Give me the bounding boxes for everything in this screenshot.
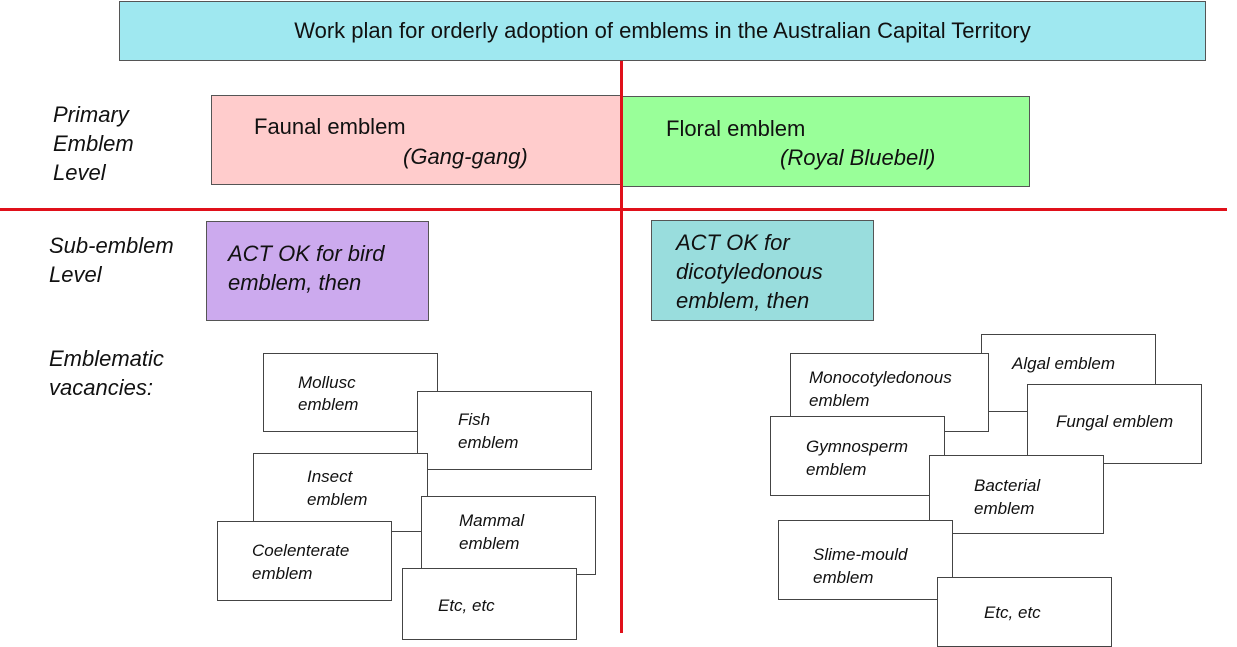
etc-fauna-vacancy: Etc, etc [402, 568, 577, 640]
vacancy-line: emblem [809, 391, 870, 410]
vacancy-line: Etc, etc [984, 603, 1041, 622]
vacancy-line: emblem [813, 568, 874, 587]
row-label-line: Emblematic [49, 346, 164, 371]
vacancy-line: Gymnosperm [806, 437, 909, 456]
title-banner: Work plan for orderly adoption of emblem… [119, 1, 1206, 61]
vacancy-line: Fungal emblem [1056, 412, 1174, 431]
fish-emblem-vacancy: Fish emblem [417, 391, 592, 470]
faunal-emblem-example: (Gang-gang) [403, 144, 528, 169]
floral-emblem-label: Floral emblem [666, 116, 806, 141]
row-label-primary-emblem-level: Primary Emblem Level [53, 100, 193, 187]
vacancy-line: emblem [806, 460, 867, 479]
sub-emblem-line: ACT OK for bird [228, 241, 385, 266]
vacancy-line: Insect [307, 467, 353, 486]
row-label-line: Primary [53, 102, 129, 127]
vacancy-line: Coelenterate [252, 541, 350, 560]
row-label-line: Level [53, 160, 106, 185]
vacancy-line: emblem [974, 499, 1035, 518]
vacancy-line: emblem [459, 534, 520, 553]
vacancy-line: emblem [458, 433, 519, 452]
vacancy-line: Etc, etc [438, 596, 495, 615]
sub-emblem-line: dicotyledonous [676, 259, 823, 284]
vacancy-line: Monocotyledonous [809, 368, 952, 387]
faunal-emblem-label: Faunal emblem [254, 114, 406, 139]
bird-sub-emblem-box: ACT OK for bird emblem, then [206, 221, 429, 321]
floral-emblem-example: (Royal Bluebell) [780, 145, 936, 170]
vacancy-line: Mammal [459, 511, 525, 530]
row-label-line: Level [49, 262, 102, 287]
vertical-divider [620, 61, 623, 633]
row-label-emblematic-vacancies: Emblematic vacancies: [49, 344, 209, 402]
vacancy-line: Bacterial [974, 476, 1041, 495]
vacancy-line: emblem [252, 564, 313, 583]
row-label-line: Emblem [53, 131, 134, 156]
bacterial-emblem-vacancy: Bacterial emblem [929, 455, 1104, 534]
sub-emblem-line: emblem, then [676, 288, 810, 313]
mammal-emblem-vacancy: Mammal emblem [421, 496, 596, 575]
row-label-line: vacancies: [49, 375, 153, 400]
vacancy-line: emblem [298, 395, 359, 414]
faunal-emblem-box: Faunal emblem (Gang-gang) [211, 95, 622, 185]
vacancy-line: Algal emblem [1012, 354, 1115, 373]
row-label-line: Sub-emblem [49, 233, 174, 258]
gymnosperm-emblem-vacancy: Gymnosperm emblem [770, 416, 945, 496]
vacancy-line: emblem [307, 490, 368, 509]
vacancy-line: Slime-mould [813, 545, 908, 564]
horizontal-divider [0, 208, 1227, 211]
slime-mould-emblem-vacancy: Slime-mould emblem [778, 520, 953, 600]
sub-emblem-line: ACT OK for [676, 230, 790, 255]
algal-emblem-vacancy: Algal emblem [981, 334, 1156, 412]
dicotyledonous-sub-emblem-box: ACT OK for dicotyledonous emblem, then [651, 220, 874, 321]
fungal-emblem-vacancy: Fungal emblem [1027, 384, 1202, 464]
insect-emblem-vacancy: Insect emblem [253, 453, 428, 532]
etc-flora-vacancy: Etc, etc [937, 577, 1112, 647]
mollusc-emblem-vacancy: Mollusc emblem [263, 353, 438, 432]
title-text: Work plan for orderly adoption of emblem… [294, 18, 1031, 43]
sub-emblem-line: emblem, then [228, 270, 362, 295]
coelenterate-emblem-vacancy: Coelenterate emblem [217, 521, 392, 601]
row-label-sub-emblem-level: Sub-emblem Level [49, 231, 209, 289]
vacancy-line: Fish [458, 410, 491, 429]
floral-emblem-box: Floral emblem (Royal Bluebell) [622, 96, 1030, 187]
vacancy-line: Mollusc [298, 373, 356, 392]
